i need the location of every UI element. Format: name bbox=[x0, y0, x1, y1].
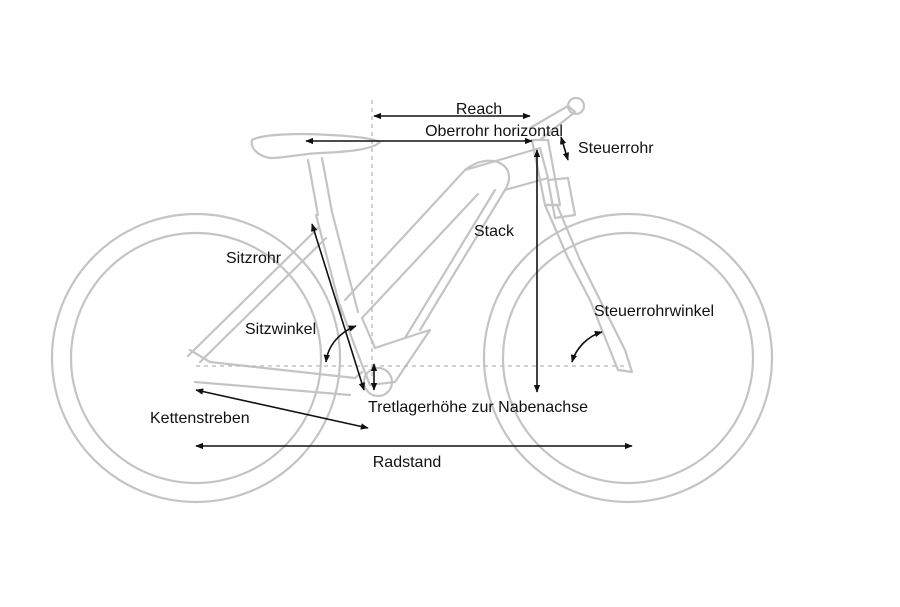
bike-outline bbox=[50, 96, 774, 504]
steuerrohr-arrow bbox=[560, 136, 569, 161]
saddle bbox=[250, 132, 382, 160]
handlebar bbox=[566, 96, 586, 116]
head-tube bbox=[530, 138, 562, 207]
label-oberrohr: Oberrohr horizontal bbox=[425, 123, 563, 140]
label-sitzwinkel: Sitzwinkel bbox=[245, 321, 316, 338]
down-tube bbox=[343, 159, 511, 340]
guide-lines bbox=[196, 100, 628, 378]
kettenstreben-arrow bbox=[195, 388, 369, 430]
label-stack: Stack bbox=[474, 223, 515, 240]
seatpost bbox=[306, 156, 334, 217]
top-tube bbox=[463, 146, 550, 192]
steuerrohrwinkel-arc bbox=[570, 330, 603, 363]
label-kettenstreben: Kettenstreben bbox=[150, 410, 250, 427]
label-steuerrohrwinkel: Steuerrohrwinkel bbox=[594, 303, 714, 320]
sitzwinkel-arc bbox=[323, 325, 357, 363]
rear-wheel bbox=[50, 212, 342, 504]
fork-stanchion bbox=[546, 176, 577, 220]
label-reach: Reach bbox=[456, 101, 502, 118]
fork bbox=[543, 203, 634, 374]
label-radstand: Radstand bbox=[373, 454, 442, 471]
dimension-arrows bbox=[195, 112, 633, 450]
seat-tube bbox=[314, 210, 360, 317]
front-wheel bbox=[482, 212, 774, 504]
label-sitzrohr: Sitzrohr bbox=[226, 250, 282, 267]
label-tretlager: Tretlagerhöhe zur Nabenachse bbox=[368, 399, 588, 416]
labels: Reach Oberrohr horizontal Steuerrohr Sta… bbox=[150, 101, 714, 471]
seat-stay bbox=[186, 226, 328, 364]
label-steuerrohr: Steuerrohr bbox=[578, 140, 654, 157]
stem bbox=[528, 104, 577, 142]
